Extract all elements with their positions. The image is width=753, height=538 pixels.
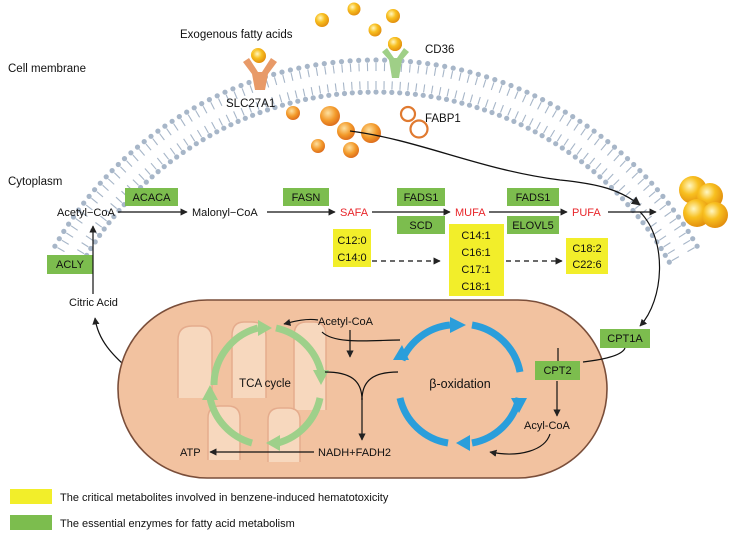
fads1-enzyme-box-1 — [397, 188, 445, 206]
legend-yellow-swatch — [10, 489, 52, 504]
acyl-coa-label: Acyl-CoA — [524, 420, 571, 432]
elovl5-enzyme-box — [507, 216, 559, 234]
cd36-receptor — [382, 37, 409, 78]
beta-oxidation-label: β-oxidation — [429, 377, 490, 391]
mufa-metabolite-0: C14:1 — [461, 230, 490, 242]
acaca-enzyme-box — [125, 188, 178, 206]
scd-label: SCD — [409, 220, 432, 232]
cd36-label: CD36 — [425, 44, 454, 56]
acly-label: ACLY — [56, 259, 85, 271]
fasn-enzyme-box — [283, 188, 329, 206]
arrow-acetyl-to-tca — [283, 318, 319, 326]
arrow-beta-to-acetyl — [321, 331, 401, 342]
tca-cycle-label: TCA cycle — [239, 378, 291, 390]
safa-metabolite-box — [333, 229, 371, 267]
fads1-label-2: FADS1 — [516, 192, 551, 204]
lipid-droplet-cluster — [679, 176, 728, 228]
pufa-label: PUFA — [572, 207, 601, 219]
nadh-fadh2-label: NADH+FADH2 — [318, 447, 391, 459]
tca-cycle-ring — [202, 320, 329, 451]
mufa-metabolite-1: C16:1 — [461, 247, 490, 259]
safa-metabolite-1: C14:0 — [337, 252, 366, 264]
atp-label: ATP — [180, 447, 201, 459]
cpt1a-enzyme-box — [600, 329, 650, 348]
mufa-label: MUFA — [455, 207, 486, 219]
malonyl-coa-label: Malonyl−CoA — [192, 207, 258, 219]
safa-metabolite-0: C12:0 — [337, 235, 366, 247]
elovl5-label: ELOVL5 — [512, 220, 554, 232]
exogenous-fatty-acids-label: Exogenous fatty acids — [180, 29, 293, 41]
intracellular-fatty-acid-balls — [286, 105, 429, 158]
fabp1-label: FABP1 — [425, 113, 461, 125]
merge-left — [324, 371, 363, 401]
fasn-label: FASN — [292, 192, 321, 204]
acaca-label: ACACA — [133, 192, 172, 204]
slc27a1-label: SLC27A1 — [226, 98, 275, 110]
scd-enzyme-box — [397, 216, 445, 234]
cell-membrane-bilayer — [52, 57, 700, 265]
pufa-metabolite-box — [566, 238, 608, 274]
cpt1a-link — [582, 347, 626, 363]
uptake-arrow — [349, 130, 641, 206]
slc27a1-receptor — [243, 49, 277, 90]
acetyl-coa-label: Acetyl−CoA — [57, 207, 115, 219]
legend-yellow-label: The critical metabolites involved in ben… — [60, 492, 389, 504]
mufa-metabolite-3: C18:1 — [461, 281, 490, 293]
cell-membrane-label: Cell membrane — [8, 63, 86, 75]
mito-acetyl-coa-label: Acetyl-CoA — [318, 316, 374, 328]
beta-oxidation-ring — [393, 317, 527, 451]
acly-enzyme-box — [47, 255, 93, 274]
cpt1a-label: CPT1A — [607, 333, 643, 345]
mufa-metabolite-box — [449, 224, 504, 296]
pufa-metabolite-1: C22:6 — [572, 259, 601, 271]
fads1-label-1: FADS1 — [404, 192, 439, 204]
fads1-enzyme-box-2 — [507, 188, 559, 206]
legend-green-swatch — [10, 515, 52, 530]
arrow-to-cpt1a — [639, 211, 661, 327]
cpt2-enzyme-box — [535, 361, 580, 380]
cpt2-label: CPT2 — [543, 365, 571, 377]
mitochondrion — [117, 299, 608, 479]
arrow-acyl-to-beta — [489, 433, 551, 457]
mufa-metabolite-2: C17:1 — [461, 264, 490, 276]
merge-right — [361, 371, 399, 401]
pufa-metabolite-0: C18:2 — [572, 243, 601, 255]
safa-label: SAFA — [340, 207, 369, 219]
cytoplasm-label: Cytoplasm — [8, 176, 62, 188]
citric-acid-label: Citric Acid — [69, 297, 118, 309]
legend-green-label: The essential enzymes for fatty acid met… — [60, 518, 295, 530]
